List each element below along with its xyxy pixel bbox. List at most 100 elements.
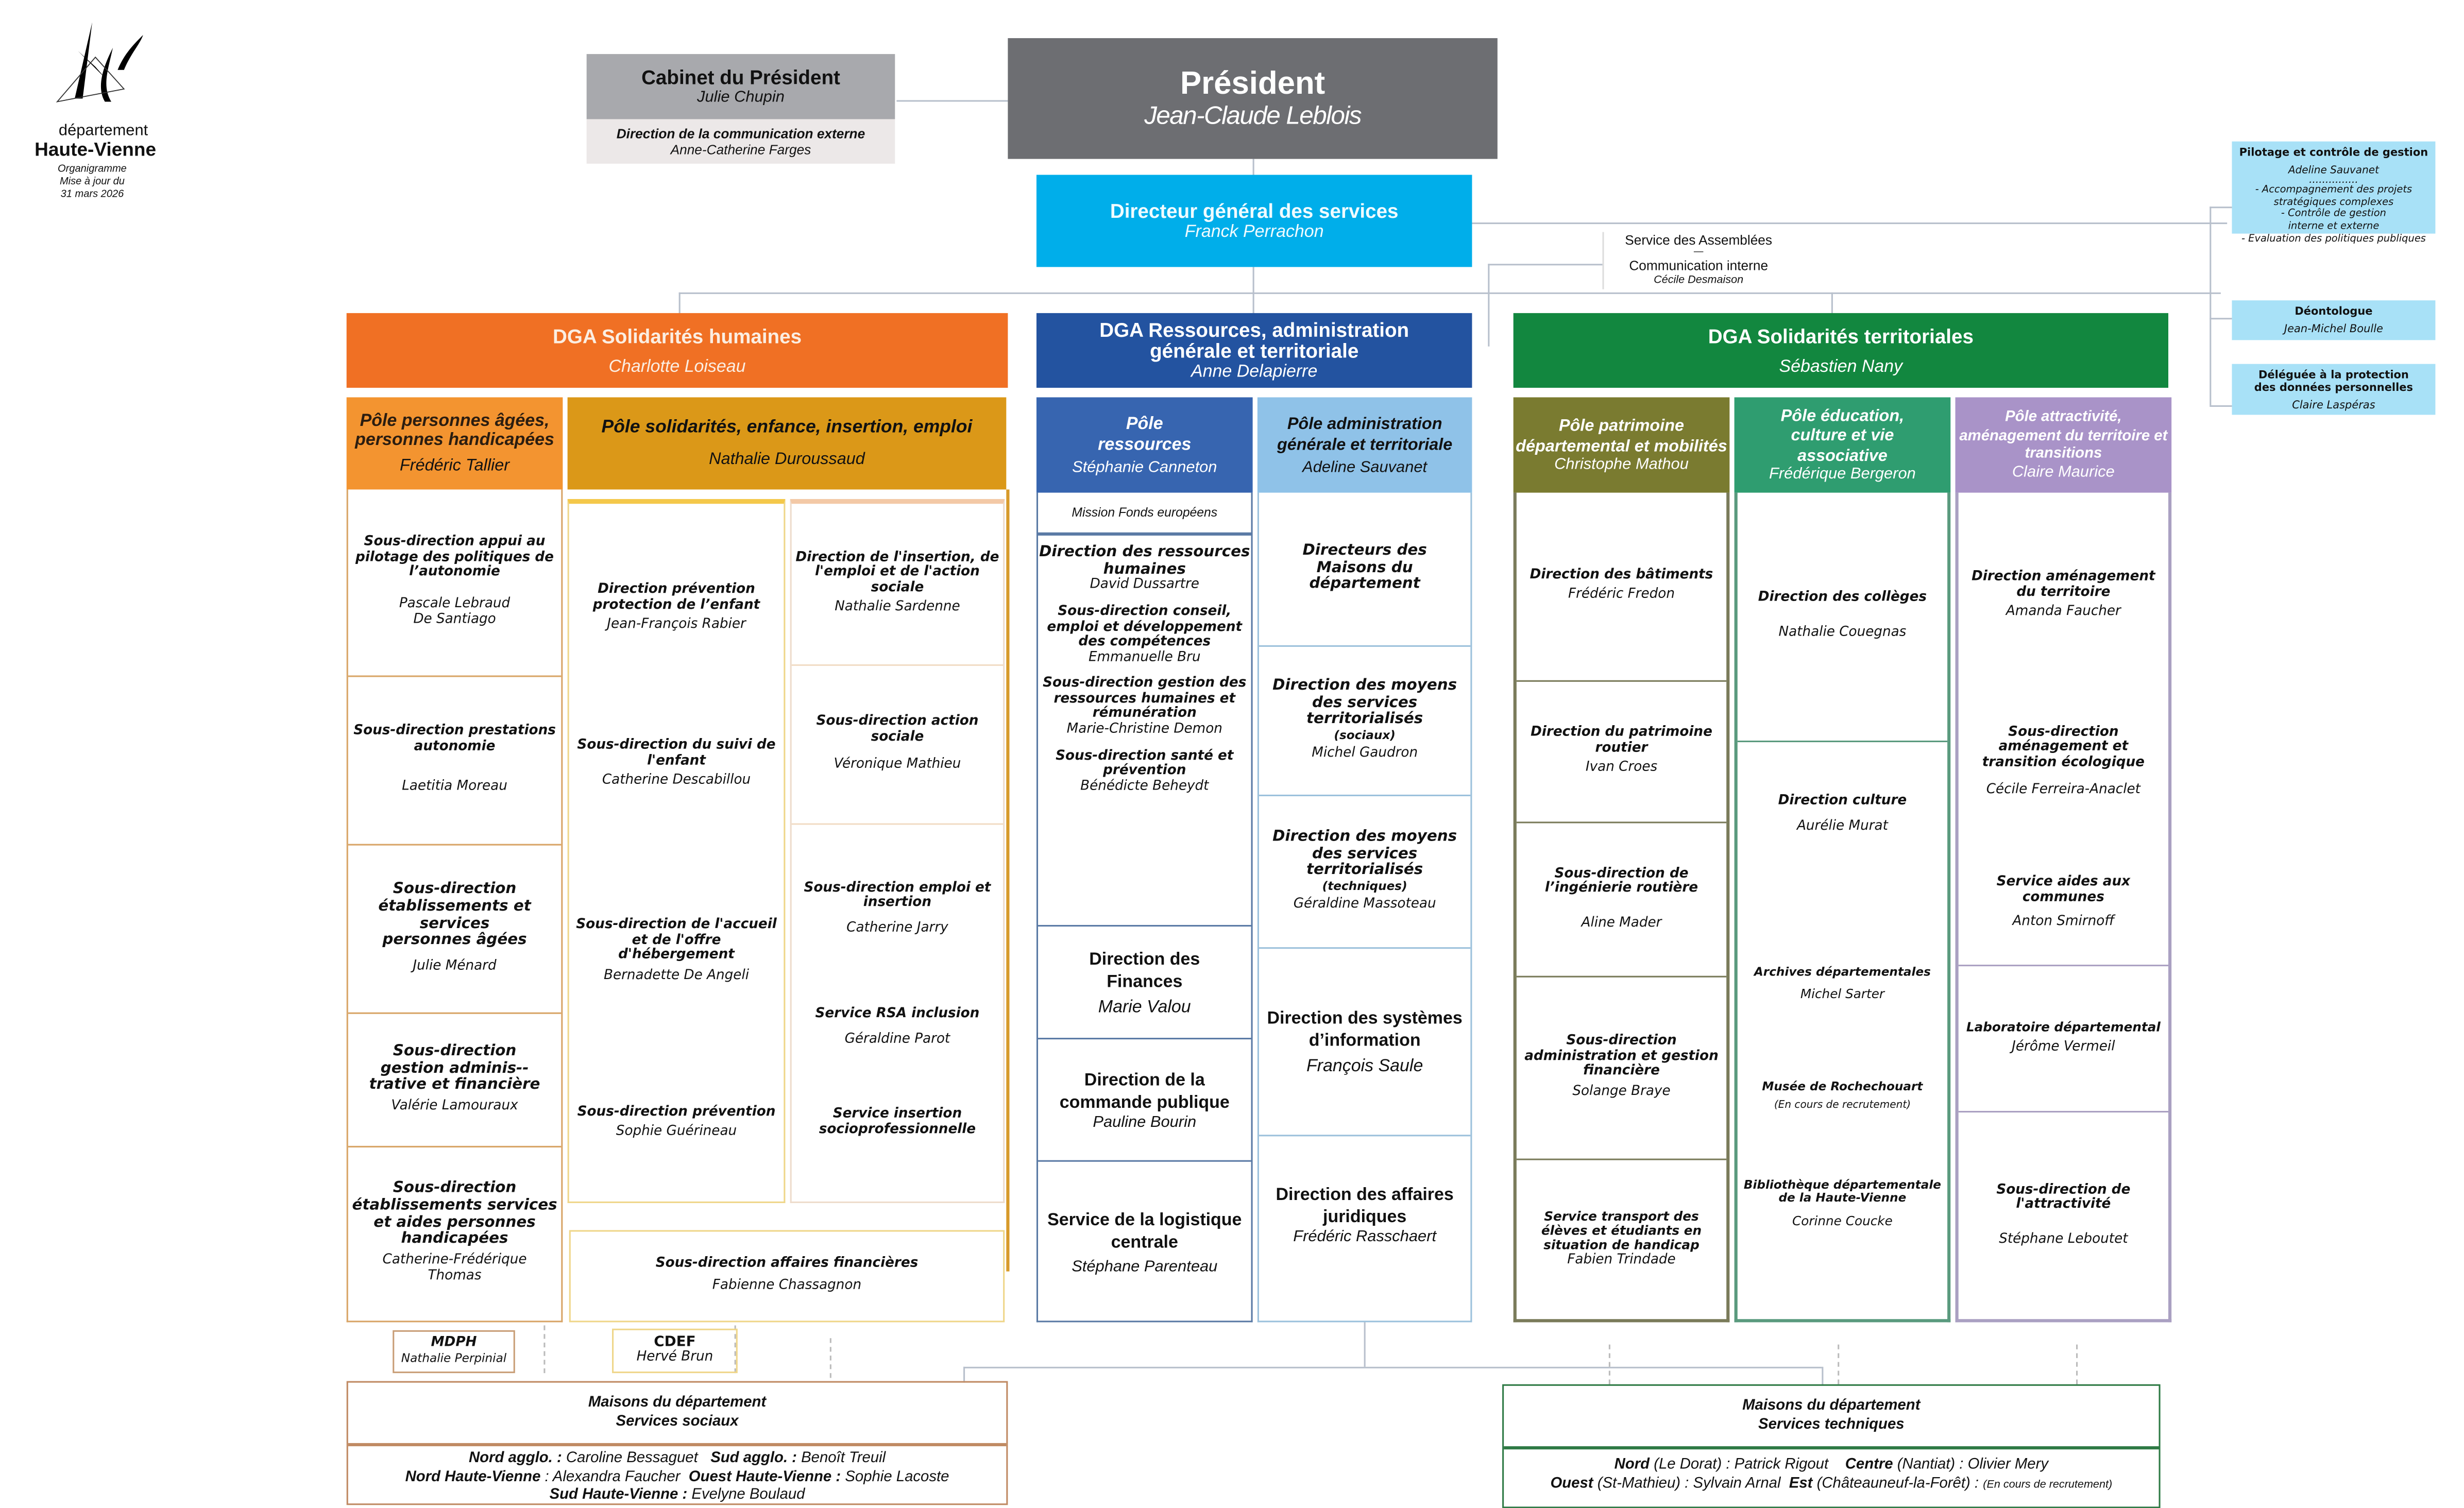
pole-name: Frédéric Tallier [399,456,510,475]
connector [2210,207,2212,405]
pole-education-header[interactable]: Pôle éducation, culture et vie associati… [1734,397,1951,493]
dga-solidarites-territoriales[interactable]: DGA Solidarités territoriales Sébastien … [1513,313,2169,388]
maisons-sociaux-box[interactable]: Maisons du département Services sociaux … [346,1381,1008,1505]
list-item[interactable]: Sous-direction gestion adminis--trative … [348,1014,562,1147]
list-item[interactable]: Sous-direction aménagement et transition… [1959,683,2168,843]
pole-personnes-agees-header[interactable]: Pôle personnes âgées, personnes handicap… [346,397,563,490]
territory-label: Sud agglo. : [710,1449,797,1467]
president-name: Jean-Claude Leblois [1144,102,1362,130]
mission-fonds-europeens[interactable]: Mission Fonds européens [1038,493,1251,536]
list-item[interactable]: Service insertion socioprofessionnelle [792,1076,1003,1171]
assemblees-box[interactable]: Service des Assemblées — Communication i… [1602,232,1793,289]
pole-personnes-agees-list: Sous-direction appui au pilotage des pol… [346,489,563,1323]
list-item[interactable]: Sous-direction administration et gestion… [1516,978,1727,1160]
maisons-subtitle: Services techniques [1758,1416,1905,1434]
dga-solidarites-humaines[interactable]: DGA Solidarités humaines Charlotte Loise… [346,313,1008,388]
dpo-box[interactable]: Déléguée à la protection des données per… [2232,364,2436,415]
list-item[interactable]: Sous-direction gestion des ressources hu… [1038,676,1251,739]
item-name: Nathalie Couegnas [1778,624,1907,641]
pilotage-box[interactable]: Pilotage et contrôle de gestion Adeline … [2232,141,2436,244]
cdef-box[interactable]: CDEF Hervé Brun [612,1328,738,1374]
list-item[interactable]: Direction des moyens des services territ… [1259,796,1471,949]
list-item[interactable]: Service transport des élèves et étudiant… [1517,1160,1726,1320]
connector [2210,405,2232,407]
list-item[interactable]: Bibliothèque départementale de la Haute-… [1738,1178,1947,1275]
affaires-financieres-box[interactable]: Sous-direction affaires financières Fabi… [569,1230,1005,1323]
item-title: Musée de Rochechouart [1762,1079,1923,1094]
item-title: Service aides aux communes [1996,874,2131,905]
list-item[interactable]: Sous-direction établissements et service… [348,846,562,1014]
pilotage-title: Pilotage et contrôle de gestion [2239,146,2428,159]
pole-attractivite-header[interactable]: Pôle attractivité, aménagement du territ… [1955,397,2172,493]
list-item[interactable]: Sous-direction établissements services e… [348,1147,561,1319]
maisons-techniques-box[interactable]: Maisons du département Services techniqu… [1502,1384,2161,1508]
item-name: Jean-François Rabier [607,616,746,633]
pole-title: Pôle solidarités, enfance, insertion, em… [601,418,973,437]
list-item[interactable]: Sous-direction conseil, emploi et dévelo… [1038,605,1251,666]
list-item[interactable]: Direction de l'insertion, de l'emploi et… [791,504,1004,666]
pole-solidarites-enfance-header[interactable]: Pôle solidarités, enfance, insertion, em… [567,397,1007,490]
deontologue-title: Déontologue [2295,305,2373,318]
list-item[interactable]: Directeurs des Maisons du département [1259,493,1471,647]
item-name: Bernadette De Angeli [603,967,750,984]
communication-externe-box[interactable]: Direction de la communication externe An… [586,119,895,164]
cabinet-box[interactable]: Cabinet du Président Julie Chupin [586,54,895,119]
connector [1364,1322,1366,1367]
connector [678,292,681,315]
list-item[interactable]: Sous-direction appui au pilotage des pol… [348,489,562,677]
item-name: Géraldine Massoteau [1293,897,1436,913]
maisons-title: Maisons du département [588,1394,767,1412]
connector [1608,1344,1610,1384]
list-item[interactable]: Musée de Rochechouart(En cours de recrut… [1738,1079,1947,1152]
maisons-title: Maisons du département [1742,1397,1921,1415]
deontologue-box[interactable]: Déontologue Jean-Michel Boulle [2232,300,2436,340]
cabinet-title: Cabinet du Président [641,66,840,89]
territory-place: (St-Mathieu) : [1597,1474,1689,1492]
list-item[interactable]: Direction prévention protection de l’enf… [569,504,784,713]
pole-administration-header[interactable]: Pôle administration générale et territor… [1257,397,1472,493]
bracket [1006,489,1010,1272]
maisons-row: Nord (Le Dorat) : Patrick Rigout Centre … [1504,1456,2159,1474]
territory-place: (Le Dorat) : [1654,1455,1730,1473]
item-name: Jérôme Vermeil [2012,1038,2115,1055]
item-title: Direction des collèges [1758,590,1927,606]
dga-ressources[interactable]: DGA Ressources, administration générale … [1036,313,1472,388]
president-box[interactable]: Président Jean-Claude Leblois [1008,38,1498,159]
mdph-box[interactable]: MDPH Nathalie Perpinial [393,1330,515,1374]
pole-patrimoine-header[interactable]: Pôle patrimoine départemental et mobilit… [1513,397,1730,493]
connector [734,1325,736,1374]
pole-ressources-header[interactable]: Pôle ressources Stéphanie Canneton [1036,397,1253,493]
cabinet-name: Julie Chupin [697,89,785,107]
territory-label: Est [1789,1474,1813,1492]
dgs-box[interactable]: Directeur général des services Franck Pe… [1036,175,1472,267]
list-item[interactable]: Direction des moyens des services territ… [1259,647,1471,796]
item-name: Sophie Guérineau [616,1124,737,1140]
list-item[interactable]: Sous-direction de l'accueil et de l'offr… [569,841,784,1063]
update-note: Organigramme Mise à jour du 31 mars 2026 [32,164,153,202]
item-title: Sous-direction gestion des ressources hu… [1043,676,1247,723]
mdph-name: Nathalie Perpinial [401,1350,507,1365]
